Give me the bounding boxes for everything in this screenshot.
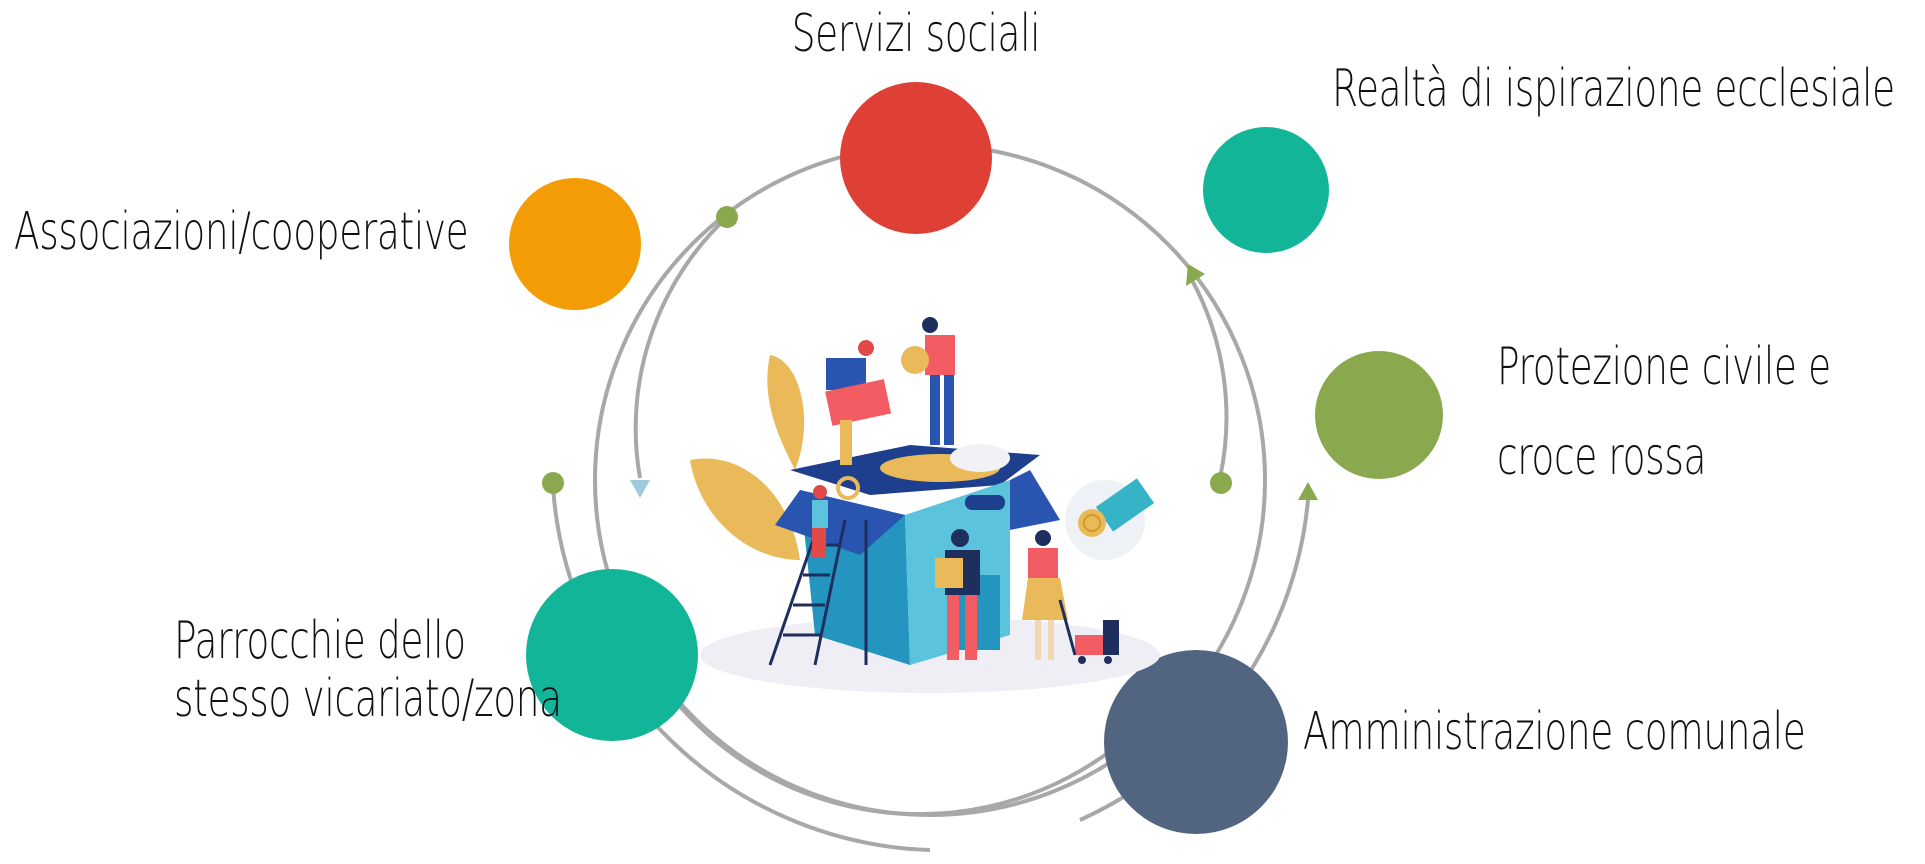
node-servizi-sociali bbox=[840, 82, 992, 234]
node-parrocchie bbox=[526, 569, 698, 741]
arrow-head-blue bbox=[630, 480, 650, 498]
label-associazioni: Associazioni/cooperative bbox=[14, 202, 469, 262]
connector-dot bbox=[716, 206, 738, 228]
connector-dot bbox=[1210, 472, 1232, 494]
label-parrocchie-line2: stesso vicariato/zona bbox=[174, 669, 562, 729]
node-amministrazione bbox=[1104, 650, 1288, 834]
label-amministrazione: Amministrazione comunale bbox=[1303, 702, 1806, 762]
arrow-head-green bbox=[1298, 482, 1318, 500]
donation-box-illustration bbox=[690, 317, 1160, 693]
node-realta-ecclesiale bbox=[1203, 127, 1329, 253]
lower-left-arc bbox=[551, 486, 931, 852]
label-protezione-civile-line1: Protezione civile e bbox=[1497, 337, 1831, 397]
arrow-head-green bbox=[1186, 264, 1205, 286]
connector-dot bbox=[542, 472, 564, 494]
label-servizi-sociali: Servizi sociali bbox=[791, 4, 1041, 64]
node-associazioni bbox=[509, 178, 641, 310]
label-realta-ecclesiale: Realtà di ispirazione ecclesiale bbox=[1332, 59, 1895, 119]
inner-left-arc bbox=[633, 215, 729, 479]
label-parrocchie-line1: Parrocchie dello bbox=[174, 611, 466, 671]
node-protezione-civile bbox=[1315, 351, 1443, 479]
label-protezione-civile-line2: croce rossa bbox=[1497, 427, 1707, 487]
inner-right-arc bbox=[1190, 279, 1229, 479]
